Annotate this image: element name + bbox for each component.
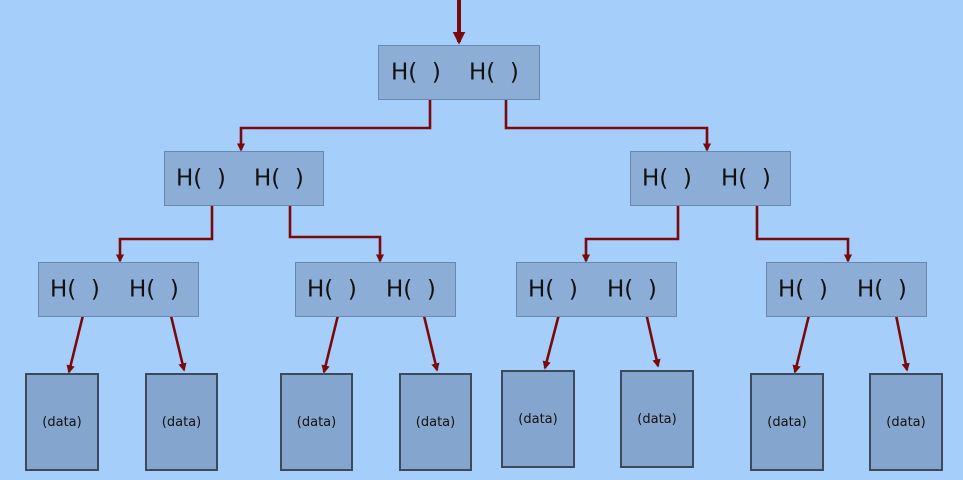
data-block-4: (data): [399, 373, 472, 471]
hash-label: H( ): [50, 276, 100, 302]
hash-label: H( ): [176, 165, 226, 191]
data-block-3: (data): [280, 373, 353, 471]
arrow-l1a-left: [115, 187, 214, 263]
data-block-7: (data): [750, 373, 824, 471]
arrow-l1b-right: [755, 187, 853, 263]
hash-label: H( ): [721, 165, 771, 191]
data-block-1: (data): [25, 373, 99, 471]
hash-node-l1-right: H( ) H( ): [630, 151, 791, 206]
root-hash-node: H( ) H( ): [378, 45, 540, 100]
hash-label: H( ): [642, 165, 692, 191]
data-block-5: (data): [501, 370, 575, 468]
hash-label: H( ): [528, 276, 578, 302]
hash-label: H( ): [307, 276, 357, 302]
hash-label: H( ): [391, 59, 441, 85]
hash-label: H( ): [254, 165, 304, 191]
hash-node-l2-3: H( ) H( ): [516, 262, 677, 317]
hash-label: H( ): [857, 276, 907, 302]
data-block-2: (data): [145, 373, 218, 471]
hash-label: H( ): [469, 59, 519, 85]
arrow-l1b-left: [581, 187, 680, 263]
hash-node-l2-1: H( ) H( ): [38, 262, 199, 317]
arrow-root-left: [236, 78, 432, 152]
hash-node-l2-2: H( ) H( ): [295, 262, 456, 317]
hash-node-l1-left: H( ) H( ): [164, 151, 324, 206]
data-block-8: (data): [869, 373, 943, 471]
hash-label: H( ): [607, 276, 657, 302]
arrow-root-right: [504, 78, 712, 152]
hash-label: H( ): [778, 276, 828, 302]
arrow-l1a-right: [288, 187, 385, 263]
hash-node-l2-4: H( ) H( ): [766, 262, 927, 317]
hash-label: H( ): [386, 276, 436, 302]
hash-label: H( ): [129, 276, 179, 302]
data-block-6: (data): [620, 370, 694, 468]
